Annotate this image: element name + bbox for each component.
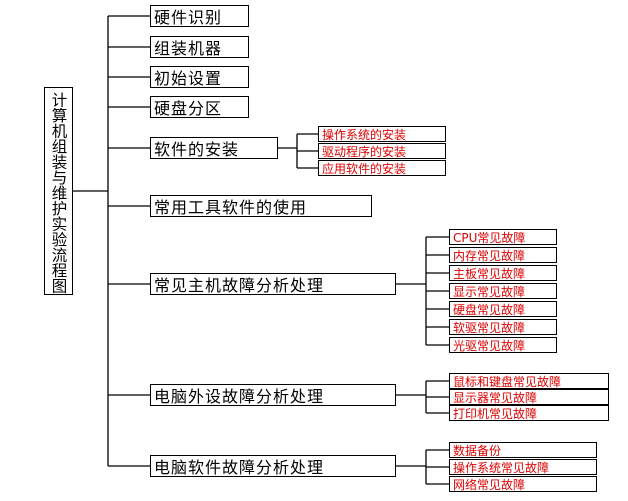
root-title: 计算机组装与维护实验流程图 (49, 92, 68, 294)
leaf-data-backup: 数据备份 (449, 442, 597, 458)
leaf-memory-fault: 内存常见故障 (449, 247, 557, 263)
leaf-label: 网络常见故障 (453, 477, 526, 492)
leaf-motherboard-fault: 主板常见故障 (449, 265, 557, 281)
node-disk-partition: 硬盘分区 (150, 96, 249, 118)
node-label: 软件的安装 (154, 140, 240, 159)
leaf-label: 软驱常见故障 (453, 320, 526, 335)
leaf-cpu-fault: CPU常见故障 (449, 229, 557, 245)
node-tools-usage: 常用工具软件的使用 (150, 195, 372, 217)
leaf-label: 操作系统的安装 (322, 127, 407, 142)
node-label: 电脑软件故障分析处理 (154, 458, 325, 477)
node-initial-setup: 初始设置 (150, 66, 249, 88)
node-hardware-identification: 硬件识别 (150, 5, 249, 27)
node-software-faults: 电脑软件故障分析处理 (150, 455, 396, 477)
leaf-label: 显示器常见故障 (453, 390, 538, 405)
leaf-network-fault: 网络常见故障 (449, 476, 597, 492)
leaf-label: 硬盘常见故障 (453, 302, 526, 317)
node-label: 初始设置 (154, 69, 223, 88)
node-peripheral-faults: 电脑外设故障分析处理 (150, 384, 396, 406)
leaf-label: 显示常见故障 (453, 284, 526, 299)
root-title-box: 计算机组装与维护实验流程图 (44, 87, 73, 295)
leaf-label: 光驱常见故障 (453, 338, 526, 353)
leaf-label: 打印机常见故障 (453, 406, 538, 421)
node-assemble-machine: 组装机器 (150, 36, 249, 58)
leaf-label: 驱动程序的安装 (322, 144, 407, 159)
node-label: 电脑外设故障分析处理 (154, 387, 325, 406)
node-software-install: 软件的安装 (150, 137, 278, 159)
leaf-mouse-keyboard-fault: 鼠标和键盘常见故障 (449, 373, 609, 389)
leaf-os-fault: 操作系统常见故障 (449, 459, 597, 475)
leaf-label: 主板常见故障 (453, 266, 526, 281)
leaf-os-install: 操作系统的安装 (318, 126, 446, 142)
leaf-floppy-fault: 软驱常见故障 (449, 319, 557, 335)
leaf-label: 数据备份 (453, 443, 502, 458)
leaf-label: 内存常见故障 (453, 248, 526, 263)
leaf-label: 鼠标和键盘常见故障 (453, 374, 562, 389)
node-label: 硬盘分区 (154, 99, 223, 118)
leaf-monitor-fault: 显示器常见故障 (449, 389, 609, 405)
leaf-label: 应用软件的安装 (322, 161, 407, 176)
leaf-label: 操作系统常见故障 (453, 460, 550, 475)
node-label: 常见主机故障分析处理 (154, 276, 325, 295)
node-label: 常用工具软件的使用 (154, 198, 308, 217)
leaf-printer-fault: 打印机常见故障 (449, 405, 609, 421)
leaf-optical-fault: 光驱常见故障 (449, 337, 557, 353)
leaf-app-install: 应用软件的安装 (318, 160, 446, 176)
node-label: 组装机器 (154, 39, 223, 58)
leaf-label: CPU常见故障 (453, 230, 526, 245)
node-label: 硬件识别 (154, 8, 223, 27)
leaf-display-fault: 显示常见故障 (449, 283, 557, 299)
leaf-harddisk-fault: 硬盘常见故障 (449, 301, 557, 317)
leaf-driver-install: 驱动程序的安装 (318, 143, 446, 159)
node-host-faults: 常见主机故障分析处理 (150, 273, 396, 295)
